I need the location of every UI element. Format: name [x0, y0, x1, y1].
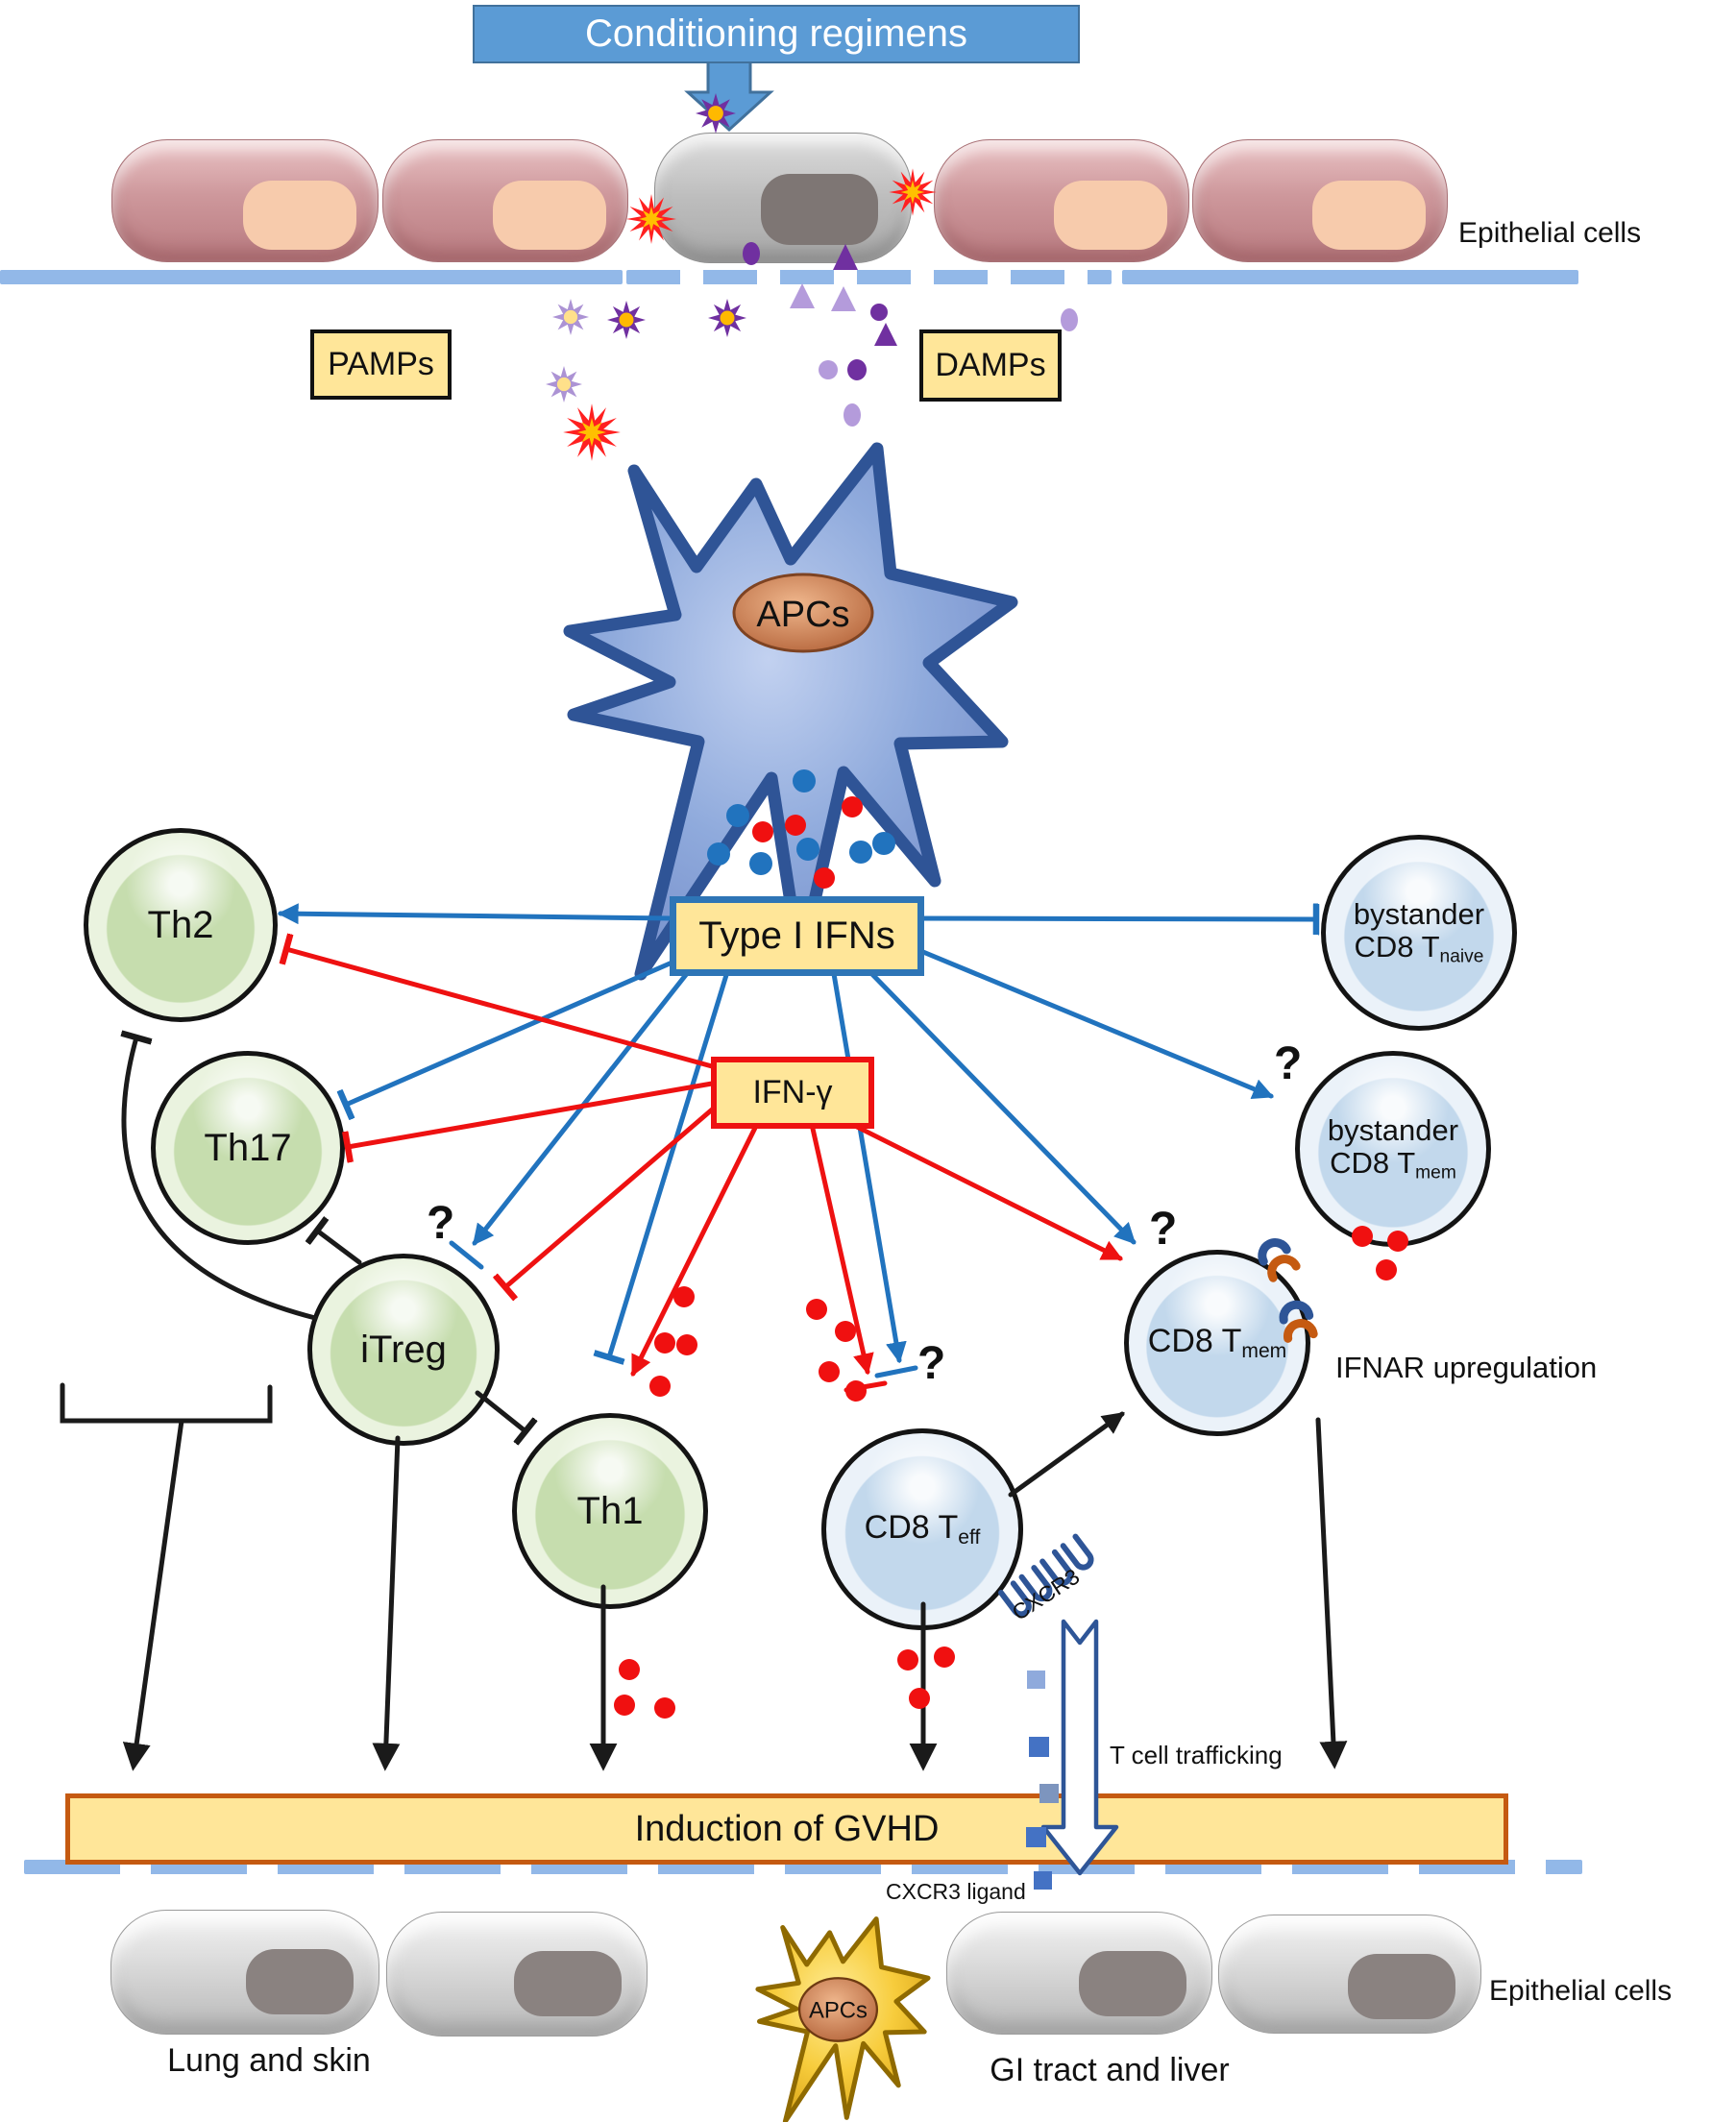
t-cell-trafficking-arrow-icon: [1040, 1619, 1119, 1876]
t-cell-trafficking-label: T cell trafficking: [1110, 1741, 1283, 1769]
type1-ifns-box: Type I IFNs: [670, 896, 924, 976]
cell-nucleus: [1054, 181, 1167, 250]
cytokine-dots: [707, 769, 895, 889]
epithelial-cells-label-bottom: Epithelial cells: [1489, 1975, 1673, 2007]
cell-th1: Th1: [512, 1413, 708, 1609]
banner-label: Conditioning regimens: [584, 12, 967, 55]
pamps-box: PAMPs: [310, 329, 452, 400]
apc-top-label: APCs: [756, 595, 849, 635]
bystander-mem-line2: CD8 Tmem: [1330, 1146, 1456, 1183]
question-mark-cd8-teff: ?: [917, 1338, 946, 1389]
pamps-label: PAMPs: [328, 346, 434, 382]
conditioning-regimens-banner: Conditioning regimens: [473, 5, 1080, 63]
apc-cell-top: APCs: [570, 449, 1012, 974]
damp-particle-icons: [743, 242, 1078, 427]
epithelial-cell-bottom-2: [386, 1912, 648, 2037]
question-mark-bystander-mem: ?: [1274, 1038, 1303, 1089]
cell-nucleus: [243, 181, 356, 250]
cell-cd8-tmem-label: CD8 Tmem: [1147, 1323, 1287, 1363]
bystander-naive-line1: bystander: [1353, 896, 1485, 931]
epithelial-cell-top-4: [934, 139, 1189, 262]
membrane-top-dashed: [626, 270, 1112, 284]
cell-th2-label: Th2: [147, 903, 214, 946]
membrane-top-right: [1122, 270, 1578, 284]
cell-itreg: iTreg: [307, 1254, 500, 1446]
bystander-naive-line2: CD8 Tnaive: [1354, 930, 1484, 967]
cell-th1-label: Th1: [576, 1489, 644, 1532]
cxcr3-receptor-icon: [998, 1533, 1094, 1618]
epithelial-cell-top-2: [382, 139, 628, 262]
epithelial-cell-bottom-1: [110, 1910, 379, 2035]
cell-nucleus: [1348, 1954, 1455, 2019]
epithelial-cell-bottom-3: [946, 1912, 1212, 2035]
epithelial-cell-top-1: [111, 139, 379, 262]
membrane-top-left: [0, 270, 623, 284]
damps-box: DAMPs: [919, 329, 1062, 402]
apc-bottom-label: APCs: [809, 1997, 868, 2023]
cell-bystander-cd8-tmem: bystander CD8 Tmem: [1295, 1051, 1491, 1247]
ifnar-receptor-icons: [1258, 1238, 1318, 1343]
type1-ifns-label: Type I IFNs: [698, 915, 895, 957]
cell-nucleus: [514, 1951, 622, 2016]
epithelial-cell-damaged: [654, 133, 912, 263]
ifn-gamma-label: IFN-γ: [752, 1074, 833, 1110]
cell-nucleus: [493, 181, 606, 250]
cell-itreg-label: iTreg: [360, 1328, 447, 1371]
ifn-gamma-box: IFN-γ: [711, 1057, 874, 1129]
question-mark-cd8-tmem: ?: [1149, 1204, 1178, 1255]
damps-label: DAMPs: [935, 347, 1046, 383]
lung-and-skin-label: Lung and skin: [167, 2042, 371, 2079]
type1-ifn-arrows: [277, 903, 1316, 1378]
cell-th2: Th2: [84, 828, 278, 1022]
ifn-gamma-arrows: [286, 949, 1123, 1393]
ifnar-upregulation-label: IFNAR upregulation: [1335, 1351, 1598, 1384]
cell-nucleus: [761, 174, 878, 245]
black-connectors: [60, 1037, 1348, 1771]
gi-tract-liver-label: GI tract and liver: [990, 2052, 1230, 2088]
bystander-mem-line1: bystander: [1327, 1112, 1459, 1147]
cell-th17-label: Th17: [204, 1126, 292, 1169]
ifn-gamma-dots: [614, 1226, 1408, 1719]
apc-cell-bottom: APCs: [758, 1919, 928, 2122]
gvhd-label: Induction of GVHD: [634, 1808, 940, 1849]
epithelial-cell-top-5: [1192, 139, 1448, 262]
cxcr3-ligand-label: CXCR3 ligand: [886, 1879, 1026, 1904]
cell-bystander-cd8-tnaive: bystander CD8 Tnaive: [1321, 835, 1517, 1031]
cxcr3-ligand-icons: [1026, 1671, 1059, 1890]
question-mark-itreg: ?: [427, 1198, 455, 1249]
cell-nucleus: [1079, 1951, 1186, 2016]
cell-cd8-teff-label: CD8 Teff: [864, 1509, 981, 1549]
cell-cd8-tmem: CD8 Tmem: [1124, 1250, 1310, 1436]
epithelial-cell-bottom-4: [1218, 1915, 1481, 2034]
cell-nucleus: [246, 1949, 354, 2014]
epithelial-cells-label-top: Epithelial cells: [1458, 217, 1642, 249]
gvhd-induction-bar: Induction of GVHD: [65, 1793, 1508, 1865]
cell-cd8-teff: CD8 Teff: [821, 1428, 1023, 1630]
cell-nucleus: [1312, 181, 1426, 250]
